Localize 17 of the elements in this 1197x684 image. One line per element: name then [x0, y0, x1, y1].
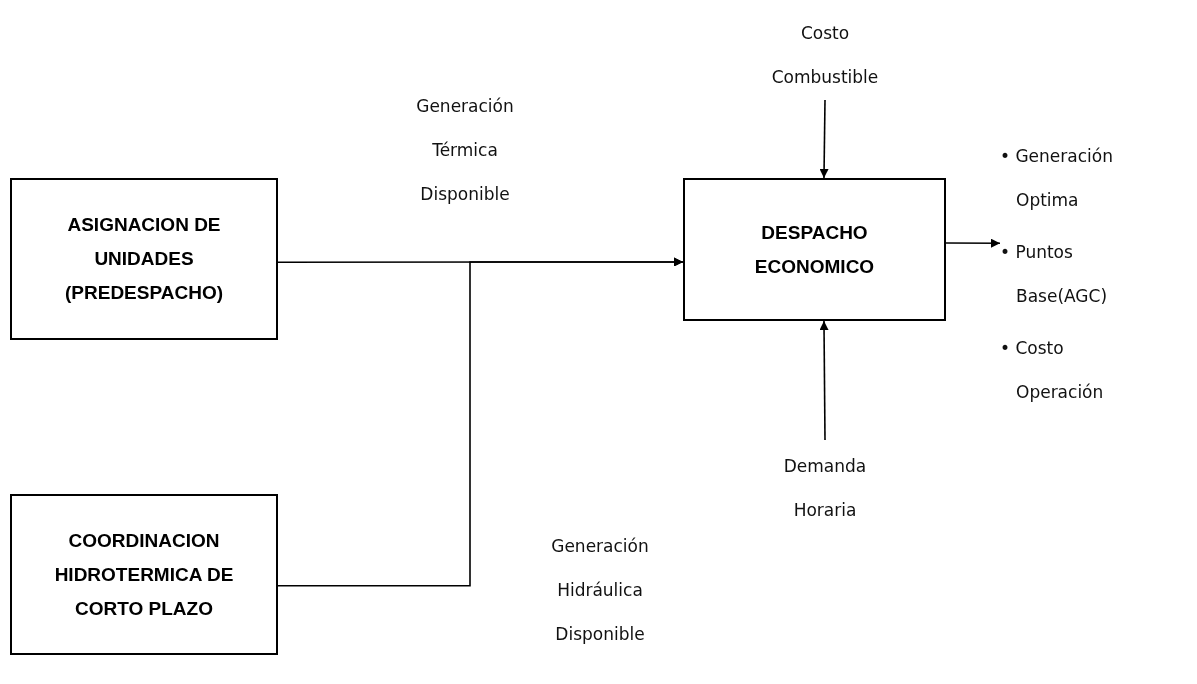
arrow: [819, 320, 829, 441]
input-label: Demanda Horaria: [782, 454, 868, 522]
process-box: [10, 494, 278, 655]
flow-label: Generación Térmica Disponible: [415, 95, 515, 206]
output-item: • Generación Optima: [1000, 145, 1114, 212]
arrow: [945, 238, 1001, 248]
box-title: DESPACHO ECONOMICO: [753, 220, 876, 279]
box-title: ASIGNACION DE UNIDADES (PREDESPACHO): [64, 213, 224, 305]
output-item: • Puntos Base(AGC): [1000, 241, 1109, 308]
box-title: COORDINACION HIDROTERMICA DE CORTO PLAZO: [53, 528, 235, 621]
process-box: [10, 178, 278, 340]
flow-label: Generación Hidráulica Disponible: [550, 535, 650, 646]
process-box: [683, 178, 946, 321]
arrow: [277, 257, 684, 587]
arrow: [819, 99, 829, 179]
input-label: Costo Combustible: [770, 22, 880, 89]
output-item: • Costo Operación: [1000, 337, 1105, 404]
